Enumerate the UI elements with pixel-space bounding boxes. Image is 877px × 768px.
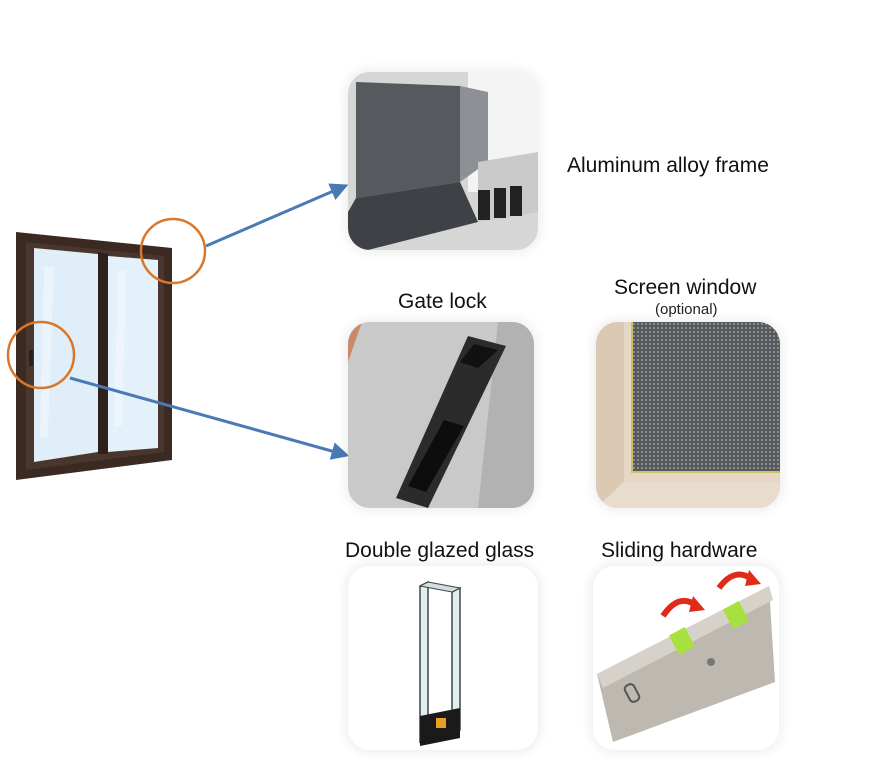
- aluminum-profile-icon: [348, 72, 538, 250]
- sliding-hardware-card: [593, 566, 779, 750]
- sliding-lock-icon: [348, 322, 534, 508]
- aluminum-frame-card: [348, 72, 538, 250]
- screen-window-card: [596, 322, 780, 508]
- double-glass-card: [348, 566, 538, 750]
- mesh-screen-icon: [596, 322, 780, 508]
- sliding-hardware-label: Sliding hardware: [601, 539, 758, 562]
- screen-window-label: Screen window: [614, 276, 757, 299]
- frame-callout-circle: [139, 217, 207, 285]
- double-glass-icon: [348, 566, 538, 750]
- aluminum-frame-label: Aluminum alloy frame: [567, 154, 769, 177]
- lock-callout-circle: [6, 320, 76, 390]
- double-glass-label: Double glazed glass: [345, 539, 535, 562]
- screen-window-note: (optional): [655, 301, 718, 318]
- arrow-to-lock: [69, 376, 350, 460]
- roller-hardware-icon: [593, 566, 779, 750]
- gate-lock-label: Gate lock: [398, 290, 487, 313]
- gate-lock-card: [348, 322, 534, 508]
- sliding-window-illustration: [14, 226, 184, 484]
- arrow-to-frame: [205, 183, 349, 248]
